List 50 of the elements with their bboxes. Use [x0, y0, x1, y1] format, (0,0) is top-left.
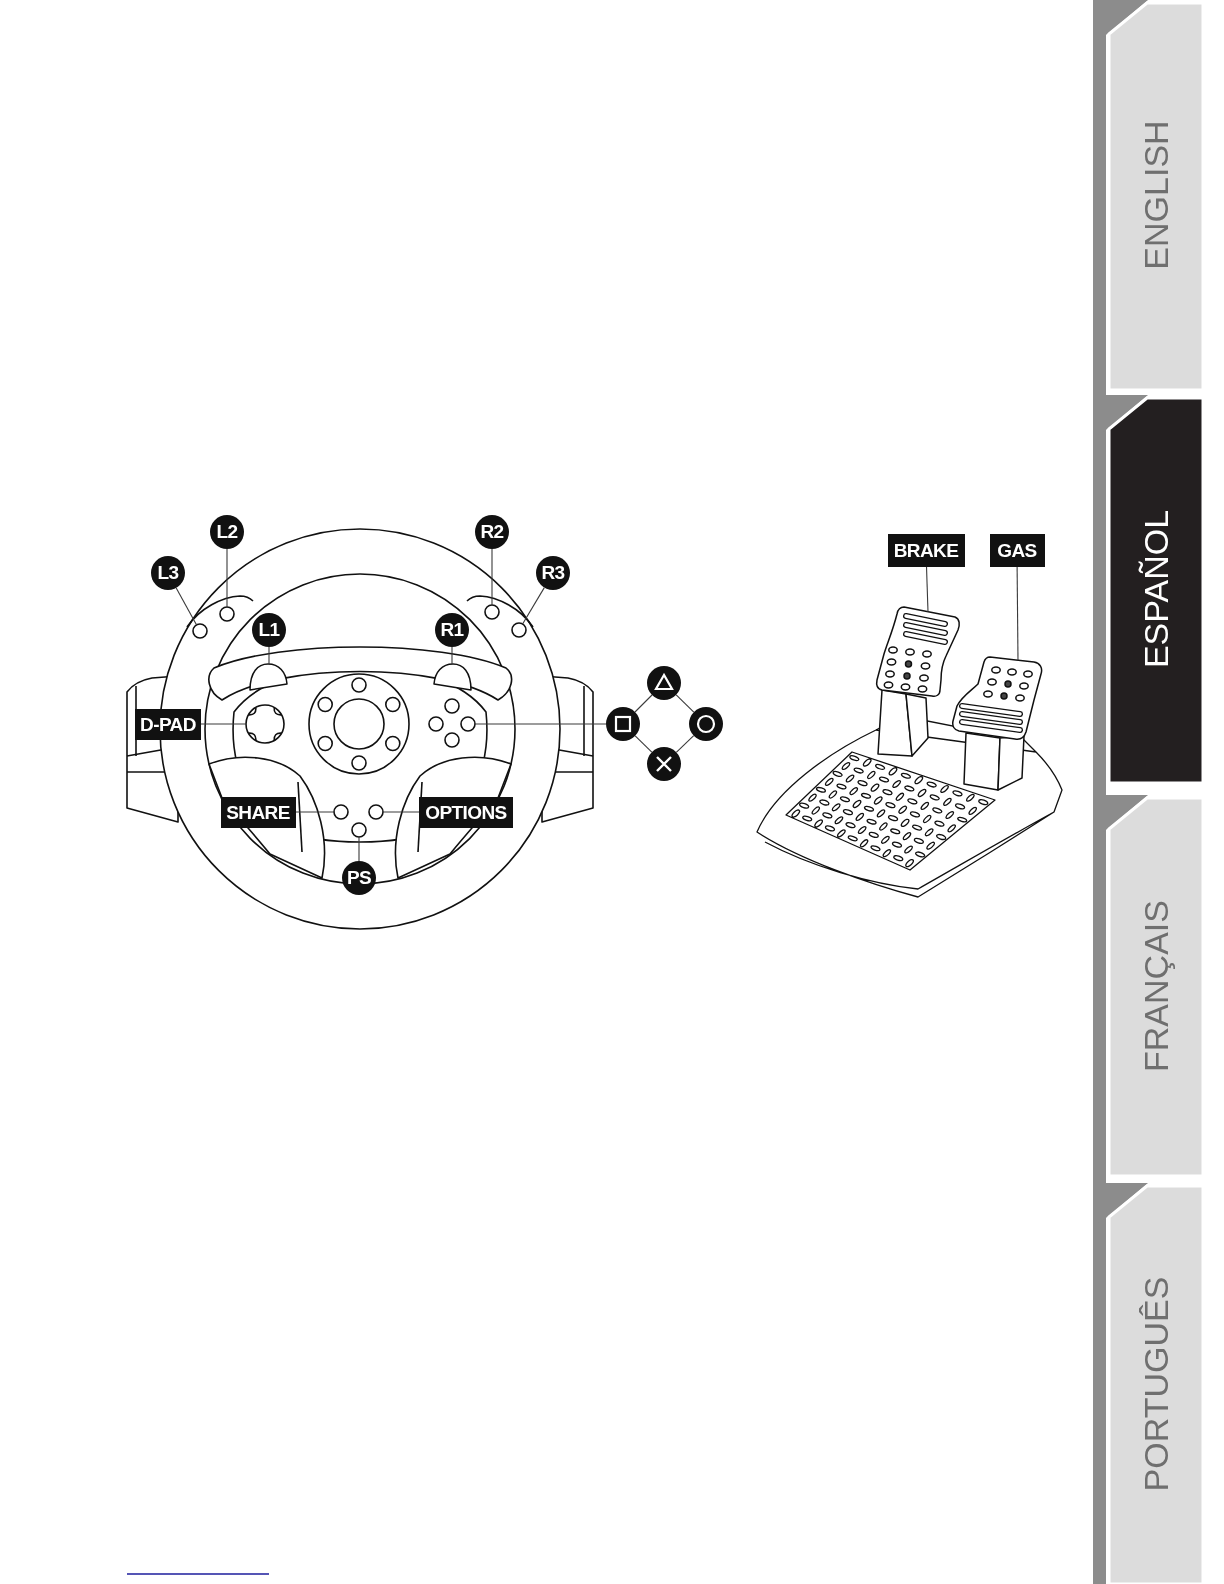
paddle-shifter	[249, 663, 288, 691]
leader-line	[925, 565, 929, 613]
pedal-drawing	[875, 606, 960, 757]
callout-label: D-PAD	[135, 708, 201, 740]
callout-label: R2	[475, 515, 509, 549]
wheel-button	[351, 822, 367, 838]
language-tab	[1107, 395, 1205, 783]
wheel-button	[219, 606, 235, 622]
connector-line	[634, 735, 653, 753]
callout-label: OPTIONS	[419, 796, 513, 828]
tab-label: FRANÇAIS	[1137, 899, 1175, 1072]
wheel-button	[333, 804, 349, 820]
wheel-button	[484, 604, 500, 620]
face-button	[460, 716, 476, 732]
leader-line	[200, 723, 247, 725]
d-pad	[245, 704, 285, 744]
cross-symbol-icon	[647, 747, 681, 781]
language-tab	[1107, 795, 1205, 1176]
callout-label: L2	[210, 515, 244, 549]
leader-line	[358, 836, 360, 862]
leader-line	[491, 548, 493, 606]
leader-line	[226, 548, 228, 608]
leader-line	[294, 811, 335, 813]
connector-line	[675, 694, 695, 713]
language-tab	[1107, 1183, 1205, 1584]
tab-label: ESPAÑOL	[1137, 509, 1175, 669]
callout-label: L3	[151, 556, 185, 590]
wheel-button	[368, 804, 384, 820]
leader-line	[451, 646, 453, 665]
wheel-button	[511, 622, 527, 638]
circle-symbol-icon	[689, 707, 723, 741]
leader-line	[522, 587, 545, 625]
square-symbol-icon	[606, 707, 640, 741]
callout-label: BRAKE	[887, 533, 965, 567]
wheel-button	[192, 623, 208, 639]
leader-line	[382, 811, 420, 813]
tab-label: PORTUGUÊS	[1137, 1276, 1175, 1491]
callout-label: R3	[536, 556, 570, 590]
leader-line	[1016, 565, 1019, 661]
triangle-symbol-icon	[647, 666, 681, 700]
pedal-drawing	[952, 656, 1043, 791]
leader-line	[175, 587, 198, 626]
language-tab	[1107, 0, 1205, 390]
connector-line	[634, 694, 653, 713]
leader-line	[268, 646, 270, 665]
tab-label: ENGLISH	[1137, 120, 1175, 270]
callout-label: GAS	[989, 533, 1045, 567]
connector-line	[675, 735, 695, 753]
callout-label: SHARE	[220, 796, 296, 828]
paddle-shifter	[433, 663, 472, 691]
